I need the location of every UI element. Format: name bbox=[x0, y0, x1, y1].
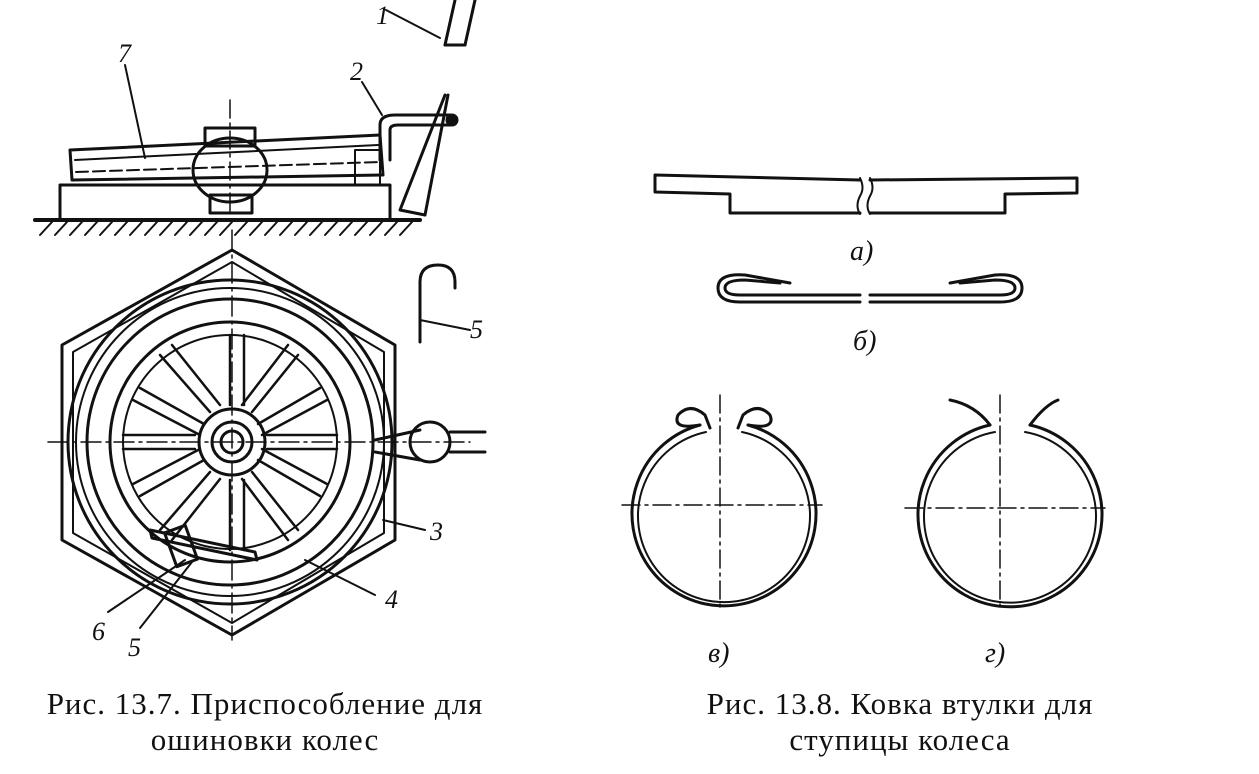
callout-7: 7 bbox=[118, 39, 132, 68]
callout-2: 2 bbox=[350, 57, 363, 86]
figure-13-8-caption: Рис. 13.8. Ковка втулки для ступицы коле… bbox=[620, 686, 1180, 758]
figure-13-7-caption: Рис. 13.7. Приспособление для ошиновки к… bbox=[0, 686, 530, 758]
caption-line: ошиновки колес bbox=[150, 722, 380, 757]
caption-line: Рис. 13.8. Ковка втулки для bbox=[706, 686, 1094, 721]
callout-3: 3 bbox=[429, 517, 443, 546]
sublabel-b: б) bbox=[853, 326, 876, 357]
callout-5-hook: 5 bbox=[470, 315, 483, 344]
callout-1: 1 bbox=[376, 1, 389, 30]
sublabel-a: а) bbox=[850, 236, 873, 267]
sublabel-v: в) bbox=[708, 638, 729, 669]
wheel-fixture-side-view bbox=[33, 0, 477, 236]
callout-5-wedge: 5 bbox=[128, 633, 141, 662]
callout-6: 6 bbox=[92, 617, 105, 646]
bushing-forging-v bbox=[621, 394, 823, 609]
callout-4: 4 bbox=[385, 585, 398, 614]
bushing-forging-a bbox=[653, 173, 1079, 215]
bushing-forging-g bbox=[904, 394, 1106, 609]
caption-line: ступицы колеса bbox=[789, 722, 1011, 757]
wheel-fixture-top-view bbox=[47, 229, 487, 641]
bushing-forging-b bbox=[716, 273, 1024, 304]
sublabel-g: г) bbox=[985, 638, 1005, 669]
caption-line: Рис. 13.7. Приспособление для bbox=[46, 686, 484, 721]
